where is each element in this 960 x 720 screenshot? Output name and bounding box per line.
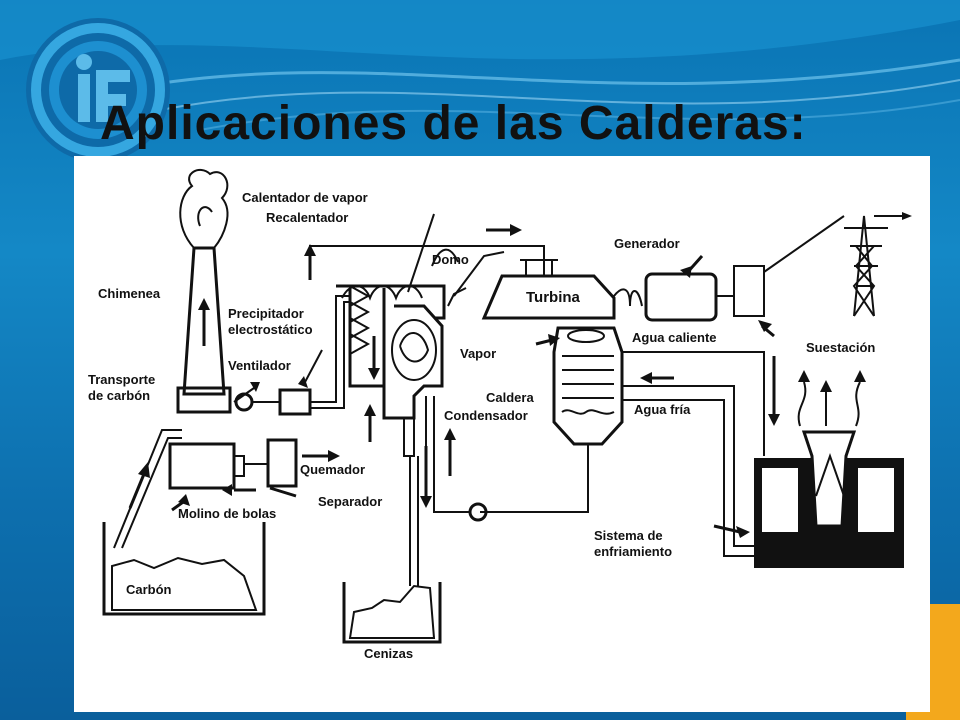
- label-turbina: Turbina: [526, 289, 581, 306]
- label-condensador: Condensador: [444, 408, 528, 423]
- generator: [644, 215, 845, 322]
- label-caldera: Caldera: [486, 390, 534, 405]
- label-agua-fria: Agua fría: [634, 402, 691, 417]
- chimney: [176, 168, 232, 414]
- label-recalentador: Recalentador: [266, 210, 348, 225]
- condenser: [433, 326, 624, 522]
- label-carbon: Carbón: [126, 582, 172, 597]
- transmission-tower: [844, 212, 912, 317]
- label-ventilador: Ventilador: [228, 358, 291, 373]
- label-chimenea: Chimenea: [98, 286, 161, 301]
- label-precipitador-2: electrostático: [228, 322, 313, 337]
- cooling-water-pipes: [622, 320, 780, 557]
- flow-arrows: [364, 404, 456, 508]
- label-vapor: Vapor: [460, 346, 496, 361]
- label-molino: Molino de bolas: [178, 506, 276, 521]
- label-agua-caliente: Agua caliente: [632, 330, 717, 345]
- label-transporte-1: Transporte: [88, 372, 155, 387]
- coal-bunker: [102, 522, 266, 616]
- decorative-waves: [0, 0, 960, 131]
- label-quemador: Quemador: [300, 462, 365, 477]
- ball-mill: [168, 442, 245, 512]
- ash-bin: [342, 582, 442, 644]
- label-generador: Generador: [614, 236, 680, 251]
- turbine: [481, 224, 643, 320]
- label-transporte-2: de carbón: [88, 388, 150, 403]
- label-cenizas: Cenizas: [364, 646, 413, 661]
- institution-logo-icon: [26, 18, 170, 162]
- label-sistema-2: enfriamiento: [594, 544, 672, 559]
- label-precipitador-1: Precipitador: [228, 306, 304, 321]
- separator: [222, 438, 340, 498]
- label-sistema-1: Sistema de: [594, 528, 663, 543]
- label-calentador-vapor: Calentador de vapor: [242, 190, 368, 205]
- label-domo: Domo: [432, 252, 469, 267]
- label-suestacion: Suestación: [806, 340, 875, 355]
- slide-title: Aplicaciones de las Calderas:: [100, 97, 807, 150]
- power-plant-diagram: Calentador de vapor Recalentador Domo Ge…: [74, 156, 930, 712]
- coal-conveyor: [113, 429, 182, 549]
- cooling-system: [754, 370, 904, 568]
- label-separador: Separador: [318, 494, 382, 509]
- boiler: [336, 213, 505, 586]
